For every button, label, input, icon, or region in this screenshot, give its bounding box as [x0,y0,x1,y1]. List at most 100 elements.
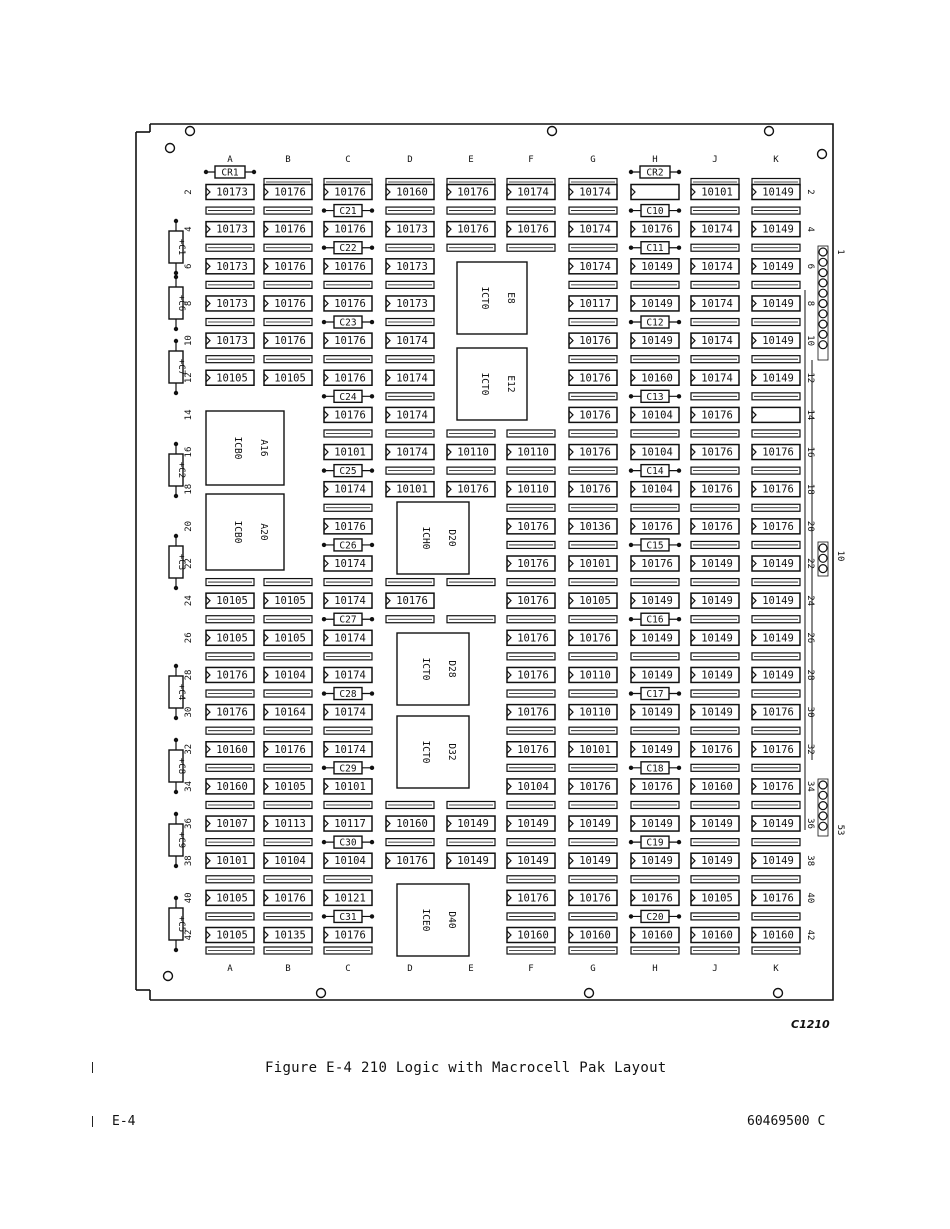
chip: 10176 [690,741,740,758]
filler-strip [446,243,496,252]
chip-label: 10149 [701,558,733,570]
filler-strip [690,726,740,735]
side-capacitor: +C1 [168,218,186,276]
chip-label: 10160 [641,372,673,384]
chip-label: 10174 [396,372,428,384]
capacitor: C27 [321,612,375,626]
macrocell-type: ICB0 [232,437,243,460]
macrocell-type: ICT0 [479,373,490,396]
chip: 10164 [263,703,313,721]
filler-strip [630,503,680,512]
filler-strip [385,429,435,438]
chip-label: 10176 [334,298,366,310]
chip-label: 10149 [762,298,794,310]
filler-strip [385,615,435,624]
chip: 10176 [568,406,618,424]
filler-strip [751,689,801,698]
chip-label: 10173 [216,224,248,236]
chip: 10176 [630,889,680,907]
filler-strip [263,838,313,847]
capacitor-label: C16 [646,615,663,626]
connector-pin [818,563,828,574]
filler-strip [506,726,556,735]
chip: 10149 [751,220,801,238]
chip: 10105 [690,889,740,907]
filler-strip [751,615,801,624]
chip-label: 10104 [517,781,549,793]
diode: CR1 [203,165,257,179]
column-label: D [407,155,412,165]
column-label: K [773,964,779,974]
chip-label: 10174 [517,187,549,199]
chip: 10176 [568,369,618,386]
row-label: 18 [184,484,194,495]
chip-label: 10173 [396,261,428,273]
filler-strip [205,912,255,921]
chip: 10176 [323,183,373,201]
chip-label: 10117 [334,818,366,830]
connector-pin [818,247,828,257]
chip-label: 10149 [641,744,673,756]
chip: 10174 [323,741,373,758]
filler-strip [446,429,496,438]
chip: 10174 [690,220,740,238]
chip-label: 10176 [641,224,673,236]
capacitor-label: C30 [339,838,356,849]
chip: 10117 [568,295,618,312]
chip: 10174 [690,295,740,312]
filler-strip [568,392,618,401]
side-capacitor: +C8 [168,737,186,795]
chip-label: 10174 [334,484,366,496]
chip-label: 10105 [701,892,733,904]
chip: 10176 [506,703,556,721]
filler-strip [205,763,255,772]
chip: 10105 [568,592,618,609]
chip: 10176 [690,443,740,461]
capacitor-label: C31 [339,912,356,923]
chip-label: 10149 [641,855,673,867]
page-number: E-4 [112,1114,136,1129]
chip: 10149 [690,592,740,609]
chip-label: 10149 [517,818,549,830]
chip: 10176 [568,889,618,907]
chip-label: 10149 [641,818,673,830]
chip-label: 10176 [216,707,248,719]
chip-label: 10105 [216,892,248,904]
chip-label: 10149 [641,261,673,273]
chip: 10174 [690,332,740,349]
filler-strip [263,912,313,921]
chip-label: 10176 [457,484,489,496]
filler-strip [323,503,373,512]
chip-label: 10149 [701,707,733,719]
filler-strip [446,838,496,847]
chip-label: 10135 [274,930,306,942]
row-label: 20 [184,521,194,532]
mounting-hole [583,987,595,999]
chip: 10105 [205,926,255,944]
chip-label: 10176 [762,484,794,496]
row-label: 6 [184,264,194,269]
side-capacitor-label: +C4 [176,684,186,700]
filler-strip [630,800,680,810]
connector-pin [818,553,828,563]
chip-label: 10149 [579,818,611,830]
connector-pin [818,278,828,288]
capacitor-label: C24 [339,392,356,403]
chip: 10173 [385,295,435,312]
chip: 10176 [506,518,556,535]
chip-label: 10104 [641,409,673,421]
filler-strip [751,875,801,884]
column-label: B [285,155,290,165]
chip: 10101 [568,555,618,572]
capacitor-label: C26 [339,540,356,551]
capacitor: C31 [321,909,375,924]
chip: 10176 [568,480,618,498]
chip: 10176 [568,778,618,795]
chip: 10104 [630,480,680,498]
chip: 10173 [385,220,435,238]
filler-strip [568,800,618,810]
chip: 10176 [323,332,373,349]
filler-strip [323,946,373,955]
